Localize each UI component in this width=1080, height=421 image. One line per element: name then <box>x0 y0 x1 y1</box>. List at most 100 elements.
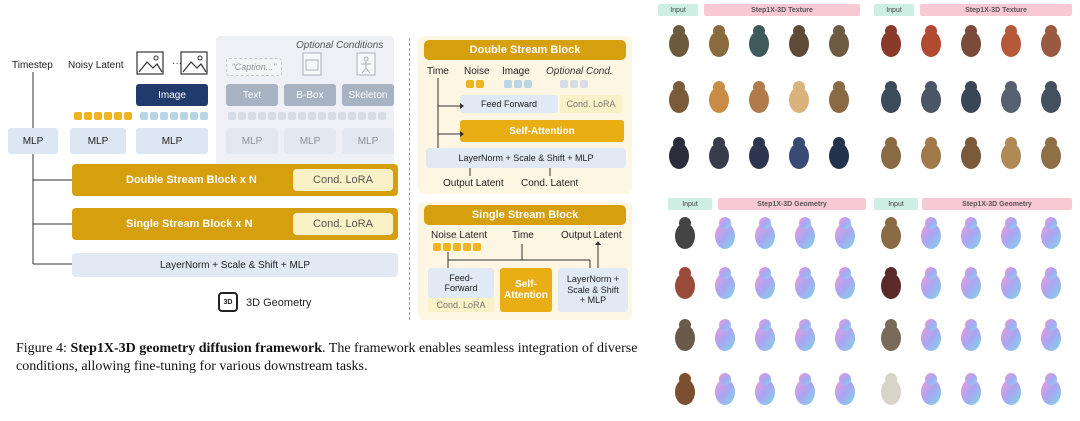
texture-thumbnail <box>669 81 689 113</box>
db-noise-tokens <box>466 80 484 88</box>
db-feed-forward: Feed Forward <box>460 95 558 113</box>
texture-thumbnail <box>1041 137 1061 169</box>
geometry-input-thumbnail <box>675 319 695 351</box>
double-cond-lora: Cond. LoRA <box>293 169 393 191</box>
mlp-text: MLP <box>226 128 278 154</box>
texture-thumbnail <box>1001 137 1021 169</box>
texture-thumbnail <box>749 25 769 57</box>
texture-thumbnail <box>829 137 849 169</box>
mlp-noisy-latent: MLP <box>70 128 126 154</box>
sb-self-attention: Self- Attention <box>500 268 552 312</box>
geometry-output-thumbnail <box>921 217 941 249</box>
geometry-output-thumbnail <box>715 373 735 405</box>
noisy-latent-label: Noisy Latent <box>68 60 124 71</box>
skeleton-condition-icon <box>356 52 376 76</box>
bl-title-tag: Step1X-3D Geometry <box>718 198 866 210</box>
geometry-output-thumbnail <box>835 373 855 405</box>
geometry-output-thumbnail <box>755 373 775 405</box>
geometry-output-thumbnail <box>1001 217 1021 249</box>
bbox-condition-icon <box>302 52 322 76</box>
3d-geometry-icon: 3D <box>218 292 238 312</box>
geometry-output-thumbnail <box>921 373 941 405</box>
db-cond-tokens <box>560 80 588 88</box>
texture-thumbnail <box>669 25 689 57</box>
image-tokens <box>140 112 208 120</box>
geometry-output-thumbnail <box>835 267 855 299</box>
geometry-input-thumbnail <box>881 217 901 249</box>
tl-title-tag: Step1X-3D Texture <box>704 4 860 16</box>
db-optional-cond-label: Optional Cond. <box>546 66 613 77</box>
texture-thumbnail <box>1001 25 1021 57</box>
texture-thumbnail <box>961 137 981 169</box>
geometry-output-thumbnail <box>715 319 735 351</box>
db-connectors <box>437 78 551 176</box>
geometry-output-thumbnail <box>835 319 855 351</box>
single-stream-label: Single Stream Block x N <box>126 218 253 230</box>
geometry-input-thumbnail <box>675 217 695 249</box>
double-stream-label: Double Stream Block x N <box>126 174 257 186</box>
texture-thumbnail <box>961 25 981 57</box>
geometry-output-thumbnail <box>1001 373 1021 405</box>
br-title-tag: Step1X-3D Geometry <box>922 198 1072 210</box>
single-cond-lora: Cond. LoRA <box>293 213 393 235</box>
geometry-output-thumbnail <box>755 319 775 351</box>
mlp-timestep: MLP <box>8 128 58 154</box>
geometry-output-thumbnail <box>961 217 981 249</box>
texture-thumbnail <box>1041 25 1061 57</box>
tr-input-tag: Input <box>874 4 914 16</box>
geometry-output-thumbnail <box>1041 373 1061 405</box>
image-input-icon: ··· <box>136 51 208 75</box>
sb-output-latent-label: Output Latent <box>561 230 622 241</box>
geometry-output-thumbnail <box>795 373 815 405</box>
texture-thumbnail <box>881 81 901 113</box>
optional-conditions-label: Optional Conditions <box>296 40 384 51</box>
sb-feed-forward: Feed- Forward <box>428 268 494 298</box>
geometry-input-thumbnail <box>675 267 695 299</box>
text-condition-tag: Text <box>226 84 278 106</box>
tr-title-tag: Step1X-3D Texture <box>920 4 1072 16</box>
tl-input-tag: Input <box>658 4 698 16</box>
mlp-bbox: MLP <box>284 128 336 154</box>
geometry-output-thumbnail <box>795 217 815 249</box>
figure-name: Step1X-3D geometry diffusion framework <box>70 341 323 356</box>
skeleton-condition-tag: Skeleton <box>342 84 394 106</box>
figure-caption: Figure 4: Step1X-3D geometry diffusion f… <box>16 340 656 376</box>
db-time-label: Time <box>427 66 449 77</box>
texture-thumbnail <box>881 137 901 169</box>
caption-placeholder: "Caption..." <box>226 58 282 76</box>
texture-thumbnail <box>789 25 809 57</box>
timestep-label: Timestep <box>12 60 53 71</box>
geometry-output-thumbnail <box>755 267 775 299</box>
image-condition-tag: Image <box>136 84 208 106</box>
output-label: 3D Geometry <box>246 297 312 309</box>
texture-thumbnail <box>881 25 901 57</box>
geometry-output-thumbnail <box>715 217 735 249</box>
texture-thumbnail <box>921 137 941 169</box>
texture-thumbnail <box>829 25 849 57</box>
section-divider <box>409 38 410 320</box>
geometry-output-thumbnail <box>1041 267 1061 299</box>
db-layernorm: LayerNorm + Scale & Shift + MLP <box>426 148 626 168</box>
br-input-tag: Input <box>874 198 918 210</box>
svg-text:···: ··· <box>172 58 182 69</box>
figure-text: . The framework enables seamless integra… <box>16 341 638 374</box>
sb-noise-latent-label: Noise Latent <box>431 230 488 241</box>
texture-thumbnail <box>1001 81 1021 113</box>
db-noise-label: Noise <box>464 66 490 77</box>
geometry-output-thumbnail <box>961 267 981 299</box>
texture-thumbnail <box>749 81 769 113</box>
layernorm-bar: LayerNorm + Scale & Shift + MLP <box>72 253 398 277</box>
geometry-output-thumbnail <box>1001 267 1021 299</box>
geometry-output-thumbnail <box>1041 217 1061 249</box>
geometry-output-thumbnail <box>921 267 941 299</box>
texture-thumbnail <box>669 137 689 169</box>
sb-time-label: Time <box>512 230 534 241</box>
single-block-title: Single Stream Block <box>424 205 626 225</box>
bl-input-tag: Input <box>668 198 712 210</box>
geometry-output-thumbnail <box>961 373 981 405</box>
geometry-input-thumbnail <box>881 319 901 351</box>
figure-label: Figure 4: <box>16 341 67 356</box>
bbox-condition-tag: B-Box <box>284 84 336 106</box>
noisy-latent-tokens <box>74 112 132 120</box>
geometry-output-thumbnail <box>1041 319 1061 351</box>
